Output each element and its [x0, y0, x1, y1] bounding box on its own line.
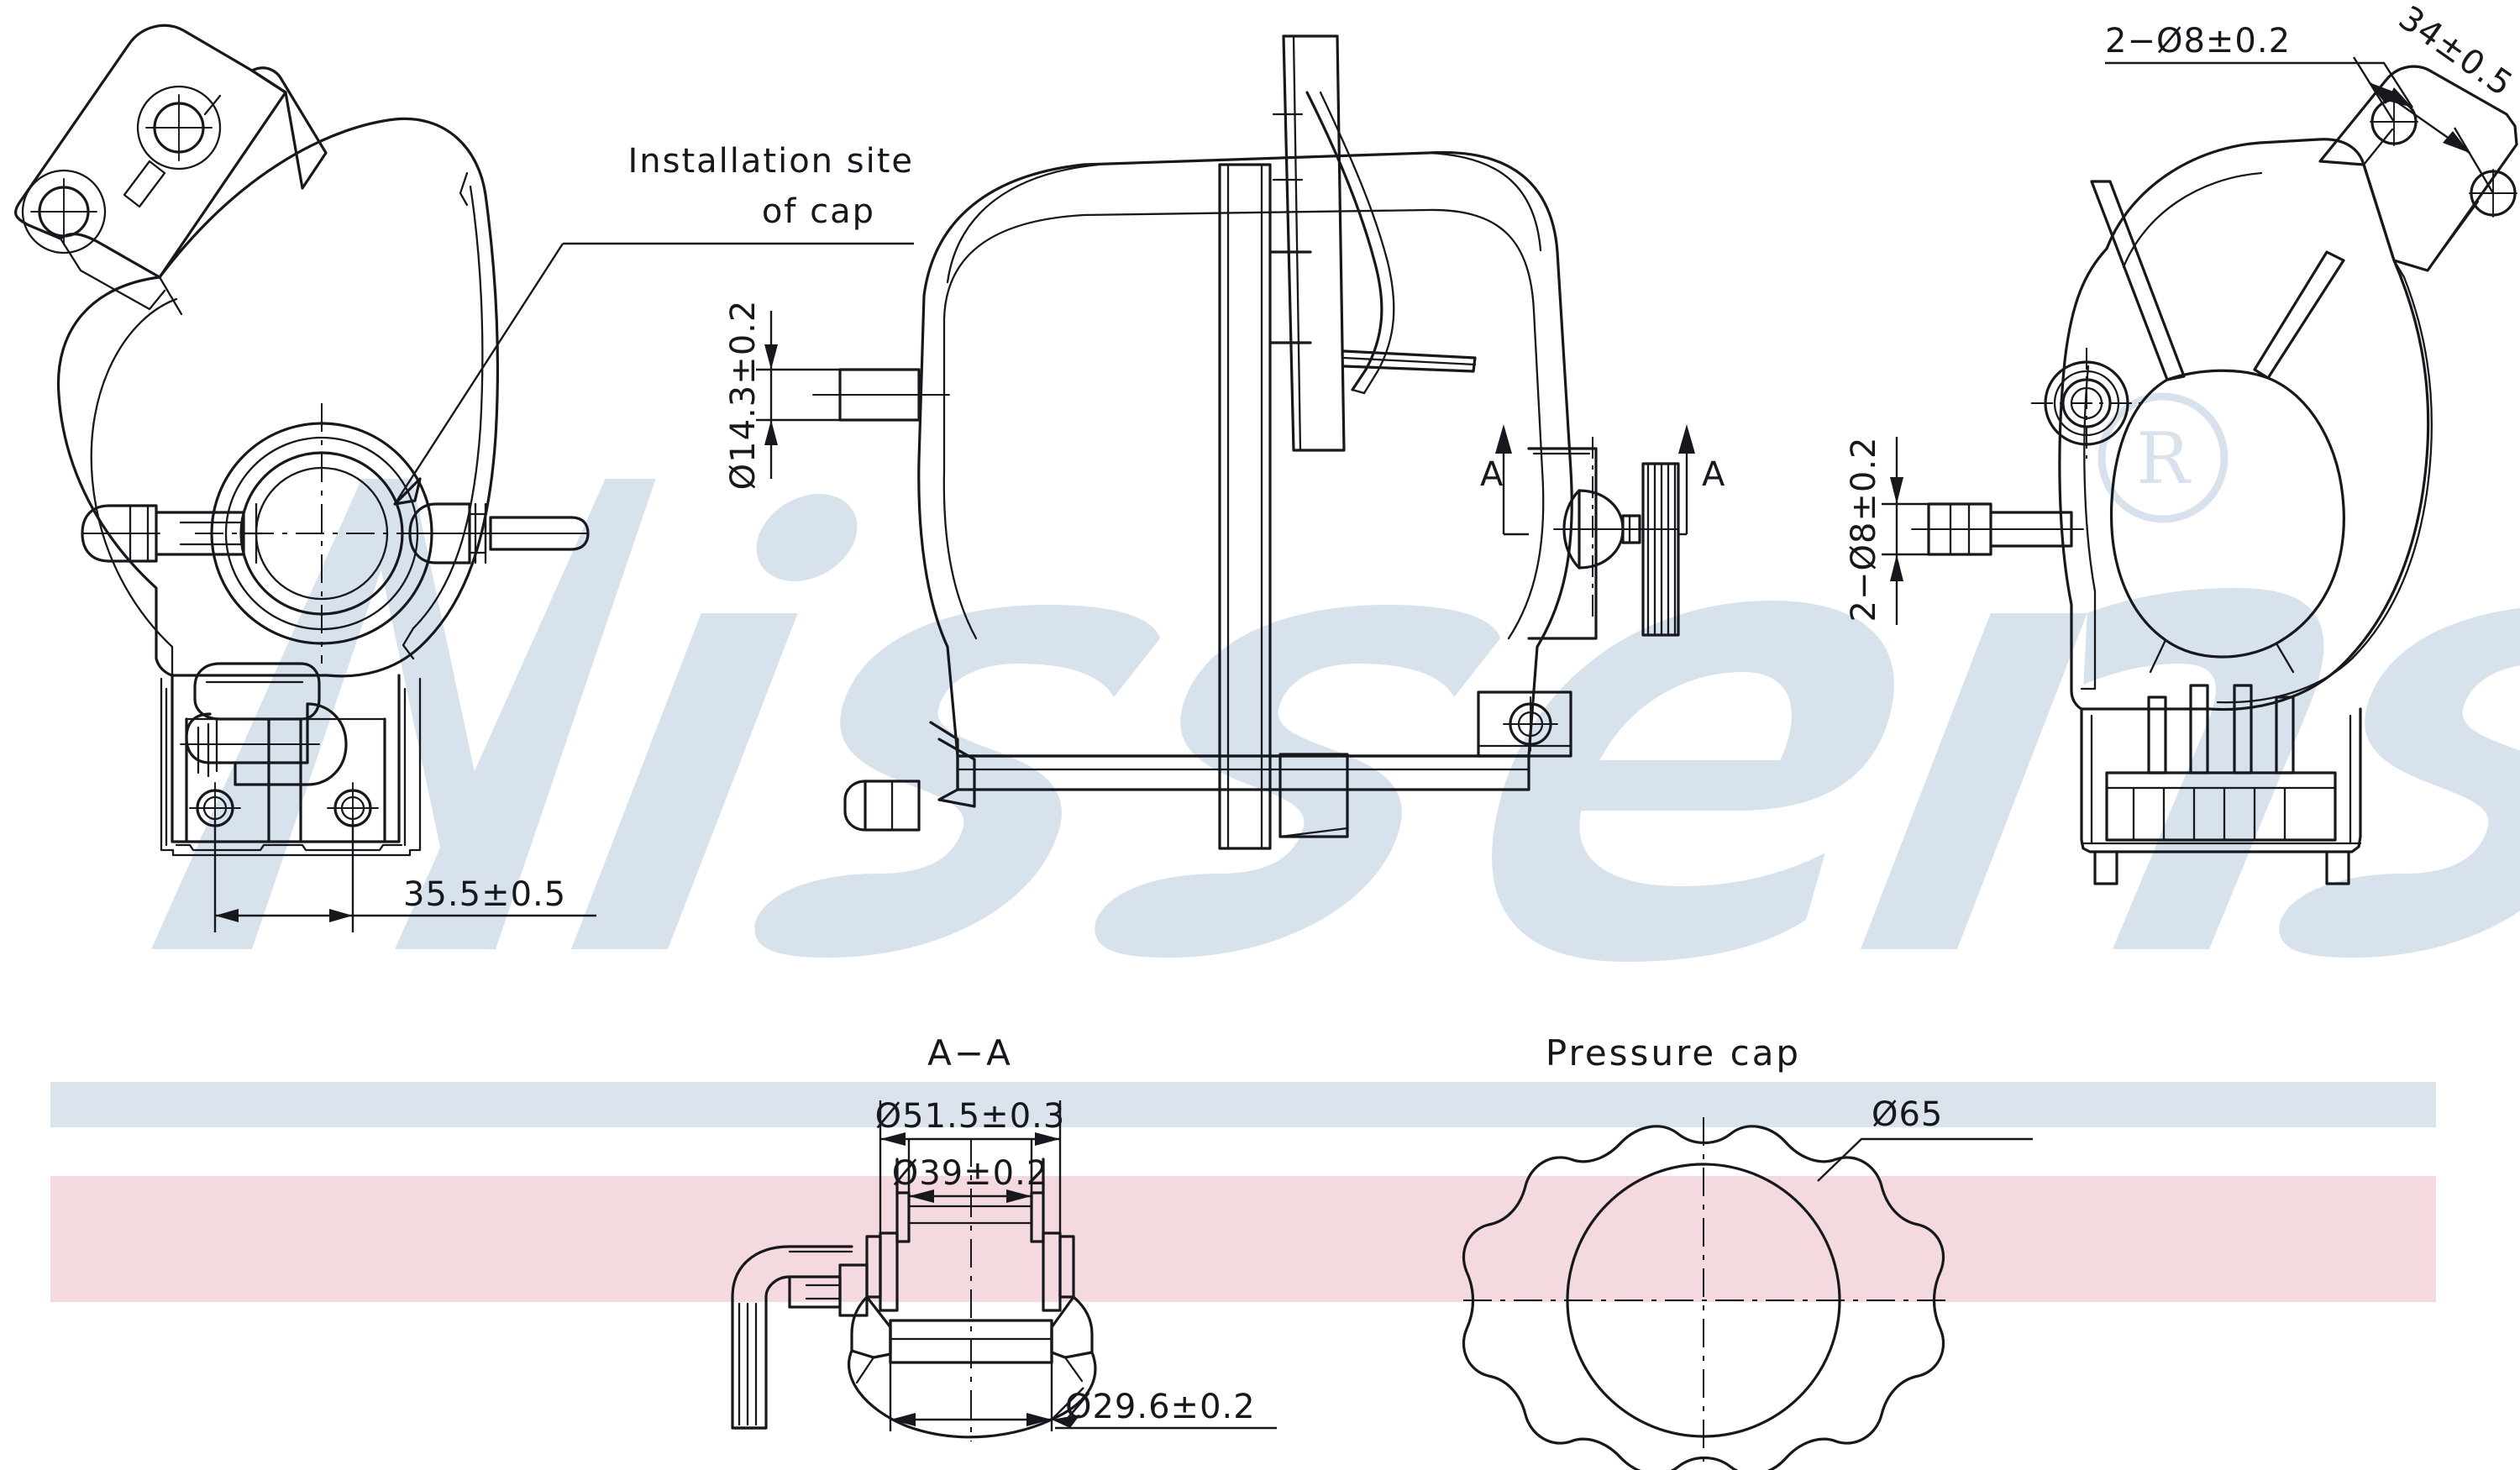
middle-lower-stub — [843, 738, 976, 832]
cap-site-leader — [393, 242, 914, 506]
section-neck — [731, 1138, 1097, 1441]
cap-site-label-line2: of cap — [762, 192, 875, 231]
middle-right-neck — [1527, 437, 1680, 640]
dim-label-14-3: Ø14.3±0.2 — [724, 300, 763, 491]
dim-label-51-5: Ø51.5±0.3 — [875, 1097, 1066, 1136]
nissens-watermark — [151, 479, 2520, 962]
left-mounting-feet — [160, 674, 422, 857]
right-side-nipple — [1911, 502, 2084, 556]
dim-label-2-dia8-top: 2−Ø8±0.2 — [2105, 22, 2291, 60]
dim-14-3 — [756, 311, 840, 479]
dim-label-39: Ø39±0.2 — [892, 1154, 1049, 1193]
color-band-blue — [50, 1082, 2436, 1127]
dim-label-65: Ø65 — [1872, 1095, 1943, 1134]
dim-39 — [907, 1139, 1033, 1226]
left-cap-boss — [195, 403, 449, 664]
color-band-pink — [50, 1176, 2436, 1302]
dim-34 — [2352, 56, 2495, 194]
left-outlet-nipple — [408, 502, 590, 564]
middle-tank-body — [917, 150, 1573, 801]
section-letter-a-right: A — [1702, 455, 1725, 494]
middle-lower-eyelet — [1477, 690, 1572, 758]
dim-35-5 — [213, 819, 596, 932]
dim-29-6 — [889, 1362, 1277, 1431]
middle-filler-spout — [1268, 34, 1477, 452]
dim-label-29-6: Ø29.6±0.2 — [1065, 1388, 1256, 1426]
dim-label-34: 34±0.5 — [2391, 0, 2520, 104]
cap-site-label-line1: Installation site — [627, 142, 914, 181]
svg-text:R: R — [2136, 417, 2192, 500]
left-sensor-port — [180, 662, 348, 786]
dim-51-5 — [879, 1100, 1062, 1243]
middle-lower-box — [1278, 753, 1349, 838]
section-letter-a-left: A — [1480, 455, 1504, 494]
middle-center-rib — [1218, 163, 1272, 850]
pressure-cap-outline — [1462, 1117, 1945, 1470]
right-internal-ribs — [2090, 180, 2345, 674]
left-tank-body — [56, 117, 499, 678]
dim-label-2-dia8-vertical: 2−Ø8±0.2 — [1845, 436, 1883, 622]
pressure-cap-title: Pressure cap — [1546, 1032, 1801, 1074]
registered-trademark-watermark: R — [2097, 392, 2229, 523]
right-bracket — [2318, 65, 2518, 272]
section-mark-a-right — [1678, 424, 1695, 536]
dim-label-35-5: 35.5±0.5 — [403, 875, 566, 914]
dim-2-dia8-vertical — [1882, 437, 1932, 625]
thread-hatching — [1646, 462, 1677, 637]
right-lower-mount — [2080, 684, 2362, 885]
section-aa-title: A−A — [927, 1032, 1013, 1074]
dim-65-leader — [1817, 1137, 2033, 1182]
middle-left-outlet — [812, 368, 950, 422]
right-cap-boss — [2031, 348, 2142, 459]
section-mark-a-left — [1495, 424, 1529, 536]
left-inlet-nipple — [81, 504, 245, 563]
